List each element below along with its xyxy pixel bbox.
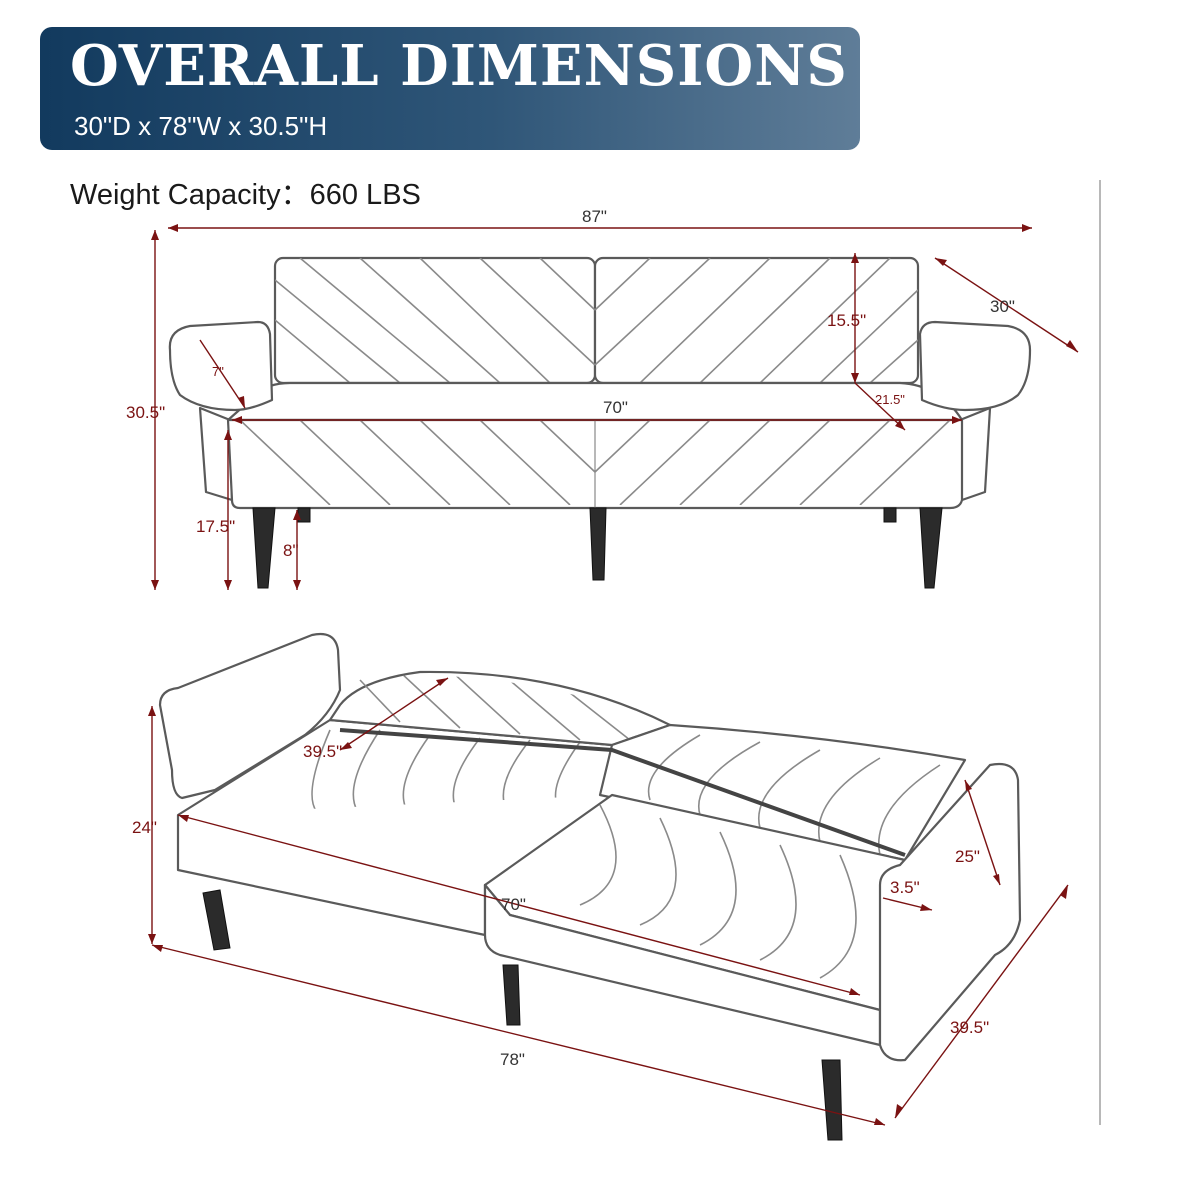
bed-stitching-front: [579, 804, 857, 979]
label-width-overall: 87": [582, 207, 607, 226]
leg-front-left: [252, 507, 276, 589]
arm-left: [168, 320, 274, 412]
leg-center: [589, 507, 607, 581]
label-seat-width: 70": [603, 398, 628, 417]
bed-leg-center: [502, 964, 521, 1026]
dim-line-21-5: [854, 382, 906, 431]
dim-line-39-5-depth: [894, 884, 1069, 1119]
label-arm-height: 25": [955, 847, 980, 866]
seat-stitching-right: [595, 420, 951, 505]
bed-illustration: [158, 632, 1022, 1141]
arm-right: [918, 320, 1032, 412]
label-seat-height: 17.5": [196, 517, 235, 536]
bed-dimensions: 39.5" 24" 70" 25" 3.5" 39.5" 78": [132, 677, 1069, 1126]
label-depth: 30": [990, 297, 1015, 316]
dim-line-78: [151, 944, 886, 1126]
bed-leg-left: [202, 889, 231, 951]
overall-dimensions-text: 30"D x 78"W x 30.5"H: [74, 111, 328, 141]
seat-top: [226, 381, 964, 422]
page-title: OVERALL DIMENSIONS: [70, 33, 848, 99]
sofa-dimensions: 87" 30.5" 30" 15.5" 70" 21.5" 7" 17.5" 8…: [126, 207, 1079, 590]
bed-back-section: [328, 670, 672, 747]
dim-line-25: [964, 779, 1001, 886]
dim-line-arm-7: [199, 339, 246, 409]
leg-front-right: [919, 507, 943, 589]
label-arm-thickness: 3.5": [890, 878, 920, 897]
dim-line-39-5-back: [339, 677, 449, 751]
bed-seam: [339, 728, 906, 857]
label-seat-depth: 21.5": [875, 392, 905, 407]
back-stitching-left: [275, 258, 595, 383]
bed-arm-left: [158, 632, 342, 800]
back-stitching-right: [595, 258, 918, 383]
label-bed-width: 78": [500, 1050, 525, 1069]
label-bed-depth: 39.5": [950, 1018, 989, 1037]
label-leg-height: 8": [283, 541, 299, 560]
weight-capacity: Weight Capacity：660 LBS: [70, 179, 421, 211]
label-back-height: 15.5": [827, 311, 866, 330]
dim-line-depth-30: [934, 257, 1079, 353]
label-height-overall: 30.5": [126, 403, 165, 422]
seat-stitching-left: [239, 420, 595, 505]
arm-right-side: [958, 406, 992, 502]
leg-back-right: [883, 507, 897, 523]
label-bed-height: 24": [132, 818, 157, 837]
bed-right-cushion: [598, 723, 967, 862]
dim-line-70-bed: [177, 814, 861, 996]
bed-leg-right: [821, 1059, 843, 1141]
label-arm-width: 7": [212, 364, 224, 379]
title-banner: OVERALL DIMENSIONS 30"D x 78"W x 30.5"H: [40, 27, 860, 150]
sofa-illustration: [168, 256, 1032, 589]
label-sleep-length: 70": [501, 895, 526, 914]
label-back-length: 39.5": [303, 742, 342, 761]
